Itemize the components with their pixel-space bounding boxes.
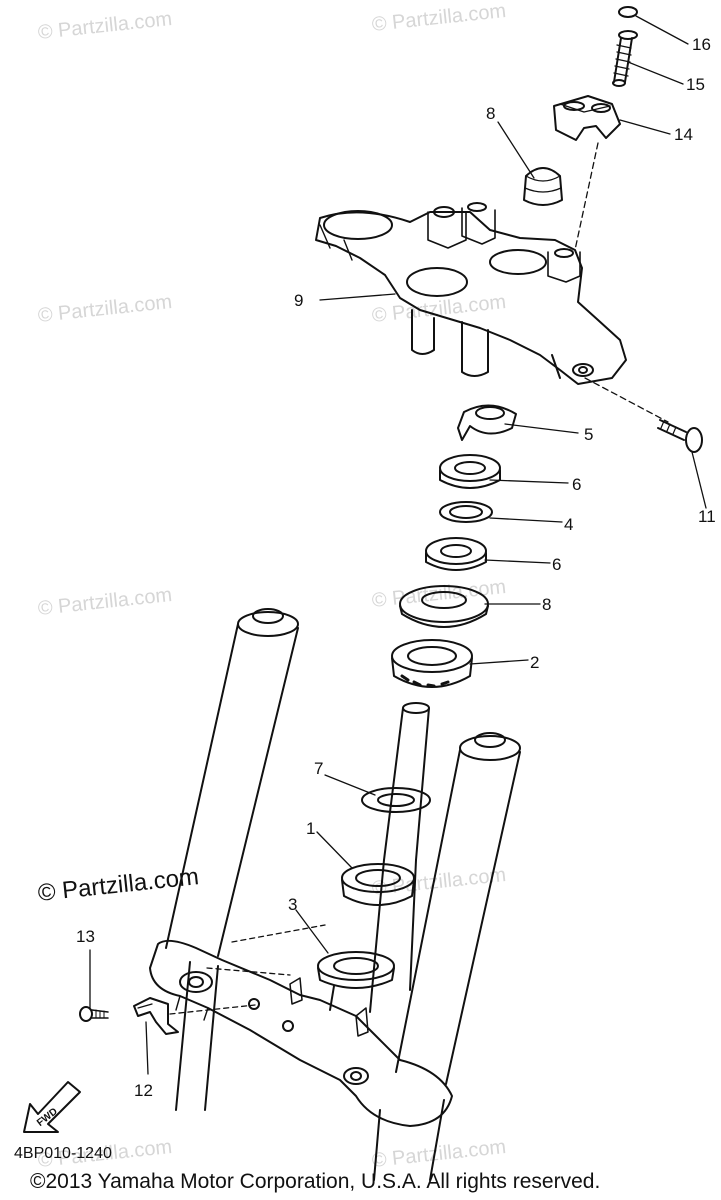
callout-2: 2 xyxy=(530,653,540,672)
callout-13: 13 xyxy=(76,927,95,946)
callout-10: 9 xyxy=(294,291,304,310)
callout-8: 8 xyxy=(542,595,552,614)
callout-6: 6 xyxy=(572,475,582,494)
fwd-arrow-icon xyxy=(23,1081,81,1133)
bolt-11 xyxy=(657,419,703,453)
callout-16: 16 xyxy=(692,35,711,54)
callout-3: 3 xyxy=(288,895,298,914)
lower-bracket xyxy=(149,939,453,1127)
callout-14: 14 xyxy=(674,125,693,144)
callout-6b: 6 xyxy=(552,555,562,574)
steering-stem xyxy=(317,702,431,1013)
callout-7: 7 xyxy=(314,759,324,778)
upper-bracket-10 xyxy=(315,202,627,385)
left-fork-tube xyxy=(165,608,299,1111)
right-fork-tube xyxy=(373,732,521,1181)
callout-12: 12 xyxy=(134,1081,153,1100)
callout-15: 15 xyxy=(686,75,705,94)
callout-1: 1 xyxy=(306,819,316,838)
leader-lines xyxy=(89,15,707,1075)
diagram-code: 4BP010-1240 xyxy=(14,1145,112,1162)
callout-4: 4 xyxy=(564,515,574,534)
bolt-15 xyxy=(612,30,638,87)
callout-9: 8 xyxy=(486,104,496,123)
callout-5: 5 xyxy=(584,425,594,444)
copyright-notice: ©2013 Yamaha Motor Corporation, U.S.A. A… xyxy=(30,1170,601,1193)
callout-11: 11 xyxy=(698,507,716,526)
